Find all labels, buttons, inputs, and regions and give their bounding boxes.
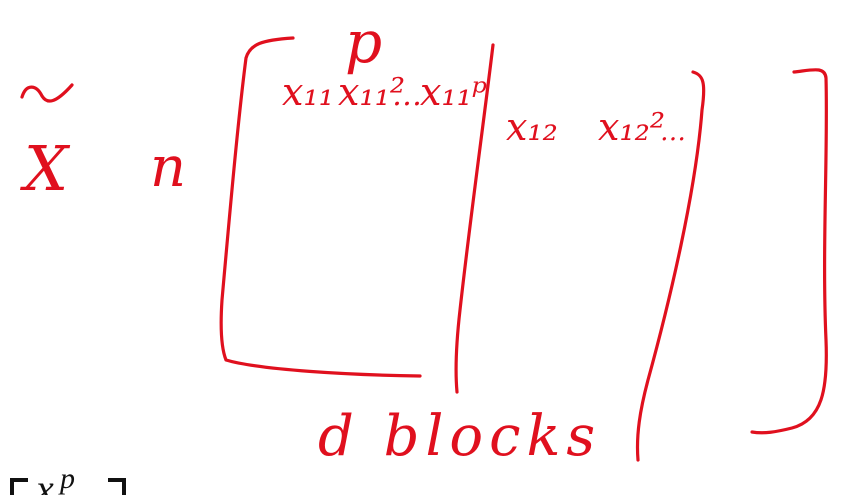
block-separator xyxy=(454,43,495,394)
typeset-exponent: p xyxy=(58,462,75,495)
row-x11: x₁₁ xyxy=(282,70,334,114)
row-x12: x₁₂ xyxy=(506,105,558,149)
block1-left-bracket xyxy=(219,36,422,378)
typeset-x-letter: x xyxy=(35,466,54,495)
n-label: n xyxy=(150,135,186,200)
row-dots-2: … xyxy=(660,117,686,147)
block2-right-bracket xyxy=(635,70,706,462)
p-label: p xyxy=(345,8,382,76)
row-x11-power-p: x₁₁ᵖ xyxy=(420,70,487,114)
typeset-left-bracket xyxy=(10,478,28,495)
row-dots-1: … xyxy=(392,78,422,113)
tilde-stroke xyxy=(20,83,74,103)
typeset-right-bracket xyxy=(108,478,126,495)
row-x12-squared: x₁₂² xyxy=(598,105,665,149)
d-blocks-label: d blocks xyxy=(318,404,601,469)
row-x11-squared: x₁₁² xyxy=(338,70,405,114)
tilde-x-label: X xyxy=(20,132,71,205)
outer-right-bracket xyxy=(750,68,829,435)
